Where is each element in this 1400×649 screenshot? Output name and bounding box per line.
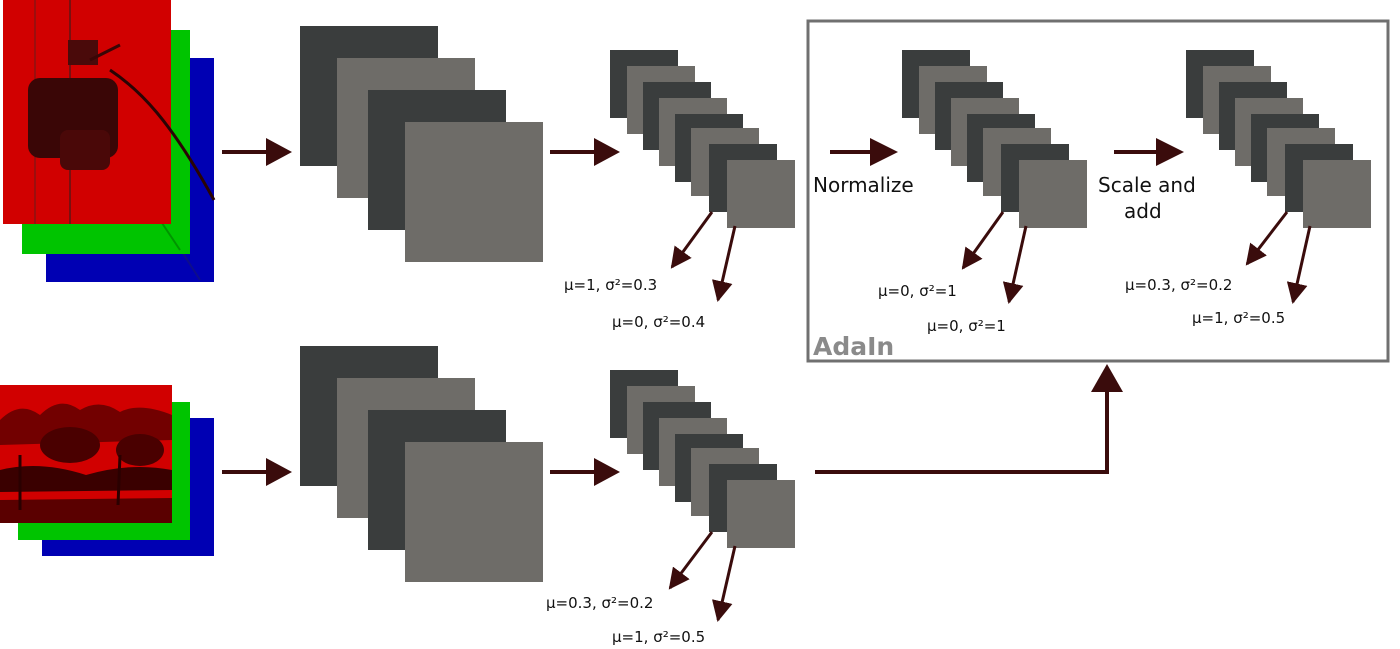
content-image-rgb-stack [3,0,216,282]
style-stat-channel-a: μ=0.3, σ²=0.2 [546,594,653,612]
style-image-rgb-stack [0,385,214,556]
arrow-content-to-features [222,138,292,166]
feature-map [405,122,543,262]
content-feature-maps-2 [610,50,795,228]
normalized-stat-channel-a: μ=0, σ²=1 [878,282,957,300]
scale-and-add-label-line1: Scale and [1098,173,1196,197]
arrow-normalize [830,138,898,166]
content-image-icon [28,0,216,224]
feature-map [405,442,543,582]
normalized-stat-channel-b: μ=0, σ²=1 [927,317,1006,335]
output-stat-channel-b: μ=1, σ²=0.5 [1192,309,1285,327]
content-feature-maps-1 [300,26,543,262]
style-image-icon [0,403,172,523]
arrow-style-to-features [222,458,292,486]
content-stat-channel-a: μ=1, σ²=0.3 [564,276,657,294]
arrow-content-to-features-2 [550,138,620,166]
style-stat-channel-b: μ=1, σ²=0.5 [612,628,705,646]
style-feature-maps-1 [300,346,543,582]
arrow-style-to-features-2 [550,458,620,486]
adain-box: AdaIn [806,19,1390,363]
output-feature-maps [1186,50,1371,228]
style-feature-maps-2 [610,370,795,548]
adain-title: AdaIn [813,332,894,361]
content-stat-pointers [670,211,737,303]
style-stat-pointers [668,531,737,623]
output-stat-pointers [1245,211,1312,305]
scale-and-add-label-line2: add [1124,199,1162,223]
normalized-stat-pointers [961,211,1028,305]
content-stat-channel-b: μ=0, σ²=0.4 [612,313,705,331]
output-stat-channel-a: μ=0.3, σ²=0.2 [1125,276,1232,294]
normalize-label: Normalize [813,173,914,197]
arrow-scale-and-add [1114,138,1184,166]
normalized-feature-maps [902,50,1087,228]
arrow-style-stats-to-adain [815,364,1123,474]
